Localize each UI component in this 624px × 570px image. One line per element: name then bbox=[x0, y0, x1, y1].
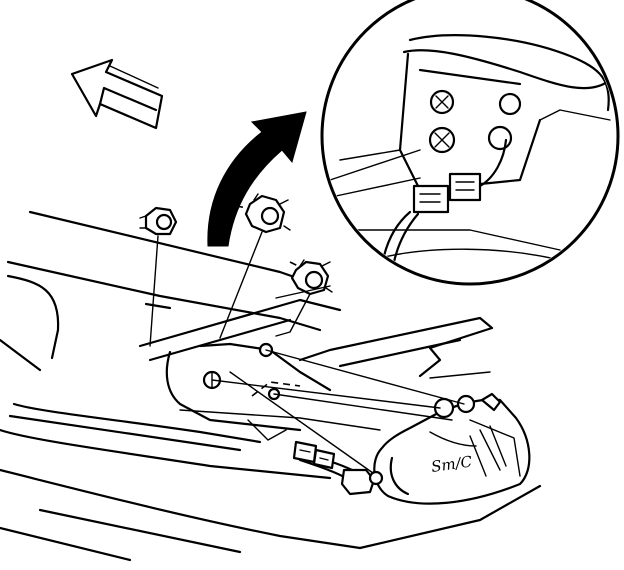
nut-icon bbox=[139, 206, 178, 236]
lens-marking: Sm/C bbox=[430, 452, 474, 476]
wiring-harness bbox=[292, 440, 384, 496]
bulb-socket-icon bbox=[340, 468, 384, 496]
mounting-stud-icon bbox=[202, 342, 281, 401]
vehicle-body bbox=[0, 210, 542, 562]
screw-icon bbox=[428, 89, 522, 154]
harness-connector-icon bbox=[292, 440, 336, 470]
direction-arrow-icon bbox=[70, 58, 164, 130]
nut-icon bbox=[244, 193, 291, 234]
alignment-lines bbox=[211, 349, 465, 479]
taillamp-assembly: Sm/C bbox=[373, 392, 531, 505]
wiring-connector-icon bbox=[382, 138, 508, 264]
nut-icon bbox=[290, 259, 333, 296]
curved-arrow-icon bbox=[207, 111, 307, 247]
fastener-group bbox=[139, 193, 333, 347]
detail-view-circle bbox=[320, 0, 620, 286]
